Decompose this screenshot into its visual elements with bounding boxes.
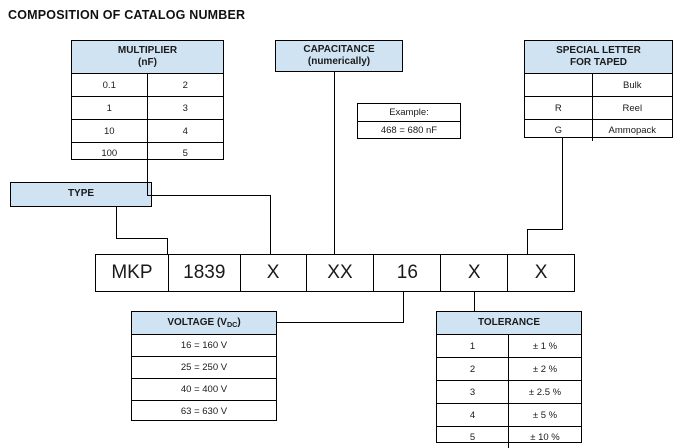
connector-voltage-horizontal [277, 322, 404, 323]
table-row: 0.1 2 [72, 74, 223, 97]
multiplier-code: 2 [182, 79, 188, 91]
voltage-header-text: VOLTAGE (VDC) [167, 316, 241, 329]
catalog-cell-capacitance: XX [307, 255, 375, 291]
multiplier-header-line1: MULTIPLIER [117, 44, 178, 56]
catalog-cell-special-letter: X [534, 262, 548, 283]
connector-tolerance-vertical [474, 292, 475, 322]
catalog-cell-series: 1839 [169, 255, 241, 291]
table-row: 40 = 400 V [132, 379, 276, 401]
table-row: 4 ± 5 % [437, 404, 581, 427]
multiplier-value: 1 [72, 97, 148, 119]
type-box: TYPE [10, 182, 152, 207]
tolerance-value: ± 1 % [532, 340, 558, 352]
multiplier-code: 5 [182, 148, 188, 159]
capacitance-header-line2: (numerically) [307, 56, 371, 67]
table-row: 2 ± 2 % [437, 358, 581, 381]
multiplier-value: 100 [72, 143, 148, 164]
connector-type-vertical-2 [167, 238, 168, 254]
example-label: Example: [358, 104, 460, 122]
special-letter-table-header: SPECIAL LETTER FOR TAPED [525, 41, 672, 74]
tolerance-value: ± 5 % [532, 409, 558, 421]
table-row: 25 = 250 V [132, 357, 276, 379]
special-letter-table: SPECIAL LETTER FOR TAPED Bulk R Reel G A… [524, 40, 673, 141]
connector-multiplier-horizontal [147, 195, 271, 196]
table-row: 3 ± 2.5 % [437, 381, 581, 404]
tolerance-code: 1 [437, 335, 509, 357]
table-row: Bulk [525, 74, 672, 97]
tolerance-code: 3 [437, 381, 509, 403]
tolerance-header-text: TOLERANCE [477, 316, 541, 328]
table-row: R Reel [525, 97, 672, 120]
capacitance-header-line1: CAPACITANCE [303, 43, 375, 55]
voltage-table-header: VOLTAGE (VDC) [132, 312, 276, 335]
special-letter-meaning: Bulk [623, 79, 642, 91]
voltage-table: VOLTAGE (VDC) 16 = 160 V 25 = 250 V 40 =… [131, 311, 277, 421]
multiplier-value: 0.1 [72, 74, 148, 96]
tolerance-code: 5 [437, 427, 509, 448]
table-row: 1 ± 1 % [437, 335, 581, 358]
example-value: 468 = 680 nF [380, 125, 438, 136]
special-letter-meaning: Reel [622, 102, 643, 114]
tolerance-value: ± 10 % [530, 432, 560, 443]
connector-multiplier-vertical-2 [270, 195, 271, 254]
page-title: COMPOSITION OF CATALOG NUMBER [8, 8, 246, 22]
connector-special-letter-vertical-1 [562, 138, 563, 229]
special-letter-code: R [525, 97, 593, 119]
catalog-number-row: MKP 1839 X XX 16 X X [95, 254, 575, 292]
connector-type-horizontal [116, 238, 168, 239]
tolerance-table: TOLERANCE 1 ± 1 % 2 ± 2 % 3 ± 2.5 % 4 ± … [436, 311, 582, 448]
table-row: 5 ± 10 % [437, 427, 581, 448]
connector-multiplier-vertical-1 [147, 160, 148, 195]
tolerance-value: ± 2.5 % [528, 386, 562, 398]
special-letter-meaning: Ammopack [608, 125, 657, 136]
connector-type-vertical-1 [116, 207, 117, 238]
connector-voltage-vertical [403, 292, 404, 322]
table-row: 63 = 630 V [180, 406, 228, 417]
special-letter-code [525, 74, 593, 96]
catalog-cell-voltage: 16 [374, 255, 442, 291]
tolerance-code: 2 [437, 358, 509, 380]
multiplier-table: MULTIPLIER (nF) 0.1 2 1 3 10 4 100 5 [71, 40, 224, 164]
table-row: 10 4 [72, 120, 223, 143]
multiplier-table-header: MULTIPLIER (nF) [72, 41, 223, 74]
table-row: 16 = 160 V [132, 335, 276, 357]
tolerance-value: ± 2 % [532, 363, 558, 375]
tolerance-code: 4 [437, 404, 509, 426]
table-row: 100 5 [72, 143, 223, 164]
capacitance-box: CAPACITANCE (numerically) [275, 40, 403, 72]
multiplier-value: 10 [72, 120, 148, 142]
table-row: 1 3 [72, 97, 223, 120]
special-letter-code: G [525, 120, 593, 141]
special-letter-header-line2: FOR TAPED [569, 57, 628, 68]
table-row: G Ammopack [525, 120, 672, 141]
multiplier-code: 3 [182, 102, 188, 114]
special-letter-header-line1: SPECIAL LETTER [556, 44, 641, 56]
connector-capacitance-vertical [334, 72, 335, 254]
tolerance-table-header: TOLERANCE [437, 312, 581, 335]
multiplier-code: 4 [182, 125, 188, 137]
catalog-cell-multiplier: X [241, 255, 307, 291]
example-box: Example: 468 = 680 nF [357, 103, 461, 139]
connector-special-letter-vertical-2 [527, 229, 528, 254]
multiplier-header-line2: (nF) [138, 57, 157, 68]
type-label: TYPE [67, 188, 95, 200]
connector-special-letter-horizontal [527, 229, 563, 230]
catalog-cell-type: MKP [96, 255, 169, 291]
catalog-cell-tolerance: X [441, 255, 509, 291]
